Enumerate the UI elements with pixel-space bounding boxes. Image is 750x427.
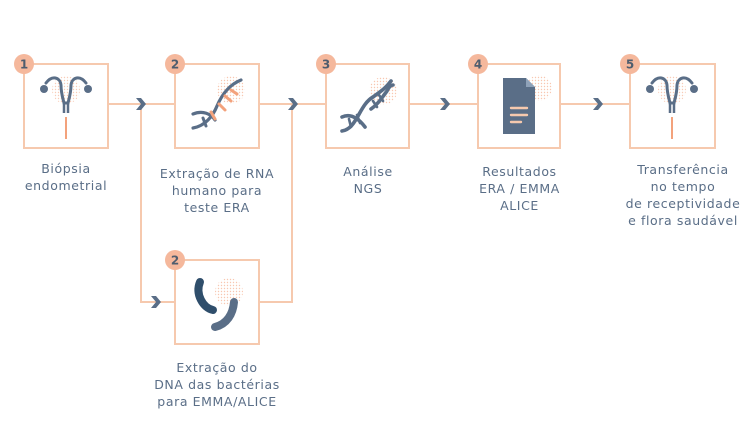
badge-circle — [316, 54, 336, 74]
arrows — [136, 98, 603, 308]
uterus-icon — [40, 76, 92, 139]
step-label-2b: Extração do DNA das bactérias para EMMA/… — [142, 359, 292, 410]
step-number-badge: 2 — [165, 54, 185, 74]
label-line: de receptividade — [625, 196, 741, 211]
step-box-3 — [325, 63, 410, 149]
step-number: 2 — [171, 254, 179, 268]
label-line: Extração do — [176, 360, 258, 375]
step-box-2b — [174, 259, 260, 345]
step-number-badge: 3 — [316, 54, 336, 74]
rna-strand-icon — [191, 76, 245, 130]
step-number: 5 — [626, 58, 634, 72]
step-boxes — [23, 63, 716, 345]
label-line: teste ERA — [184, 200, 250, 215]
document-icon — [503, 75, 552, 134]
label-line: Biópsia — [41, 161, 91, 176]
connector-s1-s2b — [140, 104, 175, 303]
label-line: ERA / EMMA — [479, 181, 560, 196]
label-line: Análise — [343, 164, 393, 179]
badge-circle — [620, 54, 640, 74]
label-line: Resultados — [482, 164, 557, 179]
step-label-5: Transferência no tempo de receptividade … — [616, 161, 750, 229]
step-number: 1 — [20, 58, 28, 72]
step-number: 3 — [322, 58, 330, 72]
label-line: Transferência — [637, 162, 729, 177]
uterus-icon — [646, 76, 698, 139]
step-number-badge: 2 — [165, 250, 185, 270]
label-line: no tempo — [650, 179, 716, 194]
step-number-badge: 4 — [468, 54, 488, 74]
step-label-1: Biópsia endometrial — [16, 160, 116, 194]
chevron-right-icon — [593, 98, 603, 110]
chevron-right-icon — [288, 98, 298, 110]
connector-s2b-s3 — [259, 104, 293, 303]
connectors — [108, 103, 630, 303]
badge-circle — [468, 54, 488, 74]
chevron-right-icon — [440, 98, 450, 110]
label-line: DNA das bactérias — [154, 377, 280, 392]
chevron-right-icon — [151, 296, 161, 308]
label-line: e flora saudável — [628, 213, 738, 228]
dna-helix-icon — [340, 77, 397, 133]
badge-circle — [14, 54, 34, 74]
bacteria-icon — [194, 278, 243, 331]
step-label-4: Resultados ERA / EMMA ALICE — [462, 163, 577, 214]
label-line: humano para — [171, 183, 263, 198]
step-badges: 1 2 2 3 4 5 — [14, 54, 640, 270]
label-line: ALICE — [500, 198, 539, 213]
chevron-right-icon — [136, 98, 146, 110]
step-label-3: Análise NGS — [318, 163, 418, 197]
badge-circle — [165, 54, 185, 74]
step-number-badge: 5 — [620, 54, 640, 74]
label-line: Extração de RNA — [159, 166, 275, 181]
label-line: endometrial — [24, 178, 108, 193]
label-line: NGS — [353, 181, 383, 196]
step-number: 2 — [171, 58, 179, 72]
badge-circle — [165, 250, 185, 270]
step-number: 4 — [474, 58, 482, 72]
step-label-2: Extração de RNA humano para teste ERA — [152, 165, 282, 216]
label-line: para EMMA/ALICE — [157, 394, 277, 409]
step-number-badge: 1 — [14, 54, 34, 74]
